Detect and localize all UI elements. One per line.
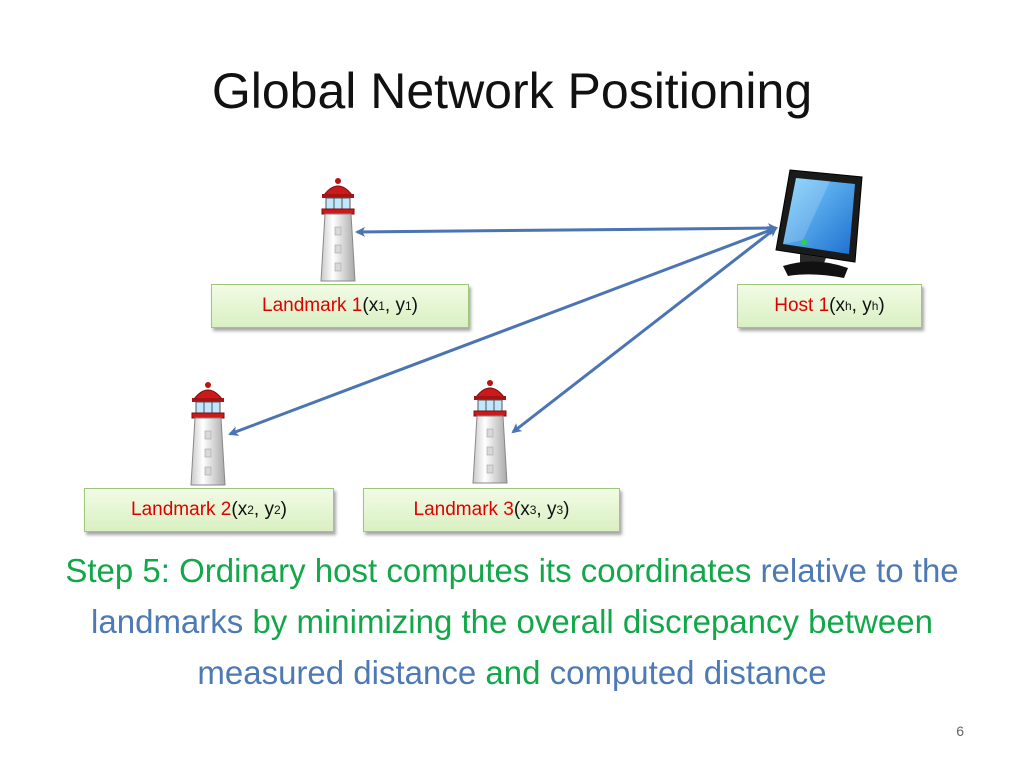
- coord-text: , y: [851, 295, 872, 316]
- step-text: and: [476, 654, 550, 691]
- node-name: Landmark 1: [262, 295, 363, 316]
- node-name: Landmark 3: [413, 499, 514, 520]
- coord-text: ): [563, 499, 570, 520]
- coord-text: (x: [362, 295, 379, 316]
- arrow-host-landmark1: [355, 223, 778, 237]
- computer-monitor-icon: [775, 169, 863, 278]
- coord-text: , y: [384, 295, 405, 316]
- coord-text: ): [411, 295, 418, 316]
- step-highlight: measured distance: [197, 654, 477, 691]
- step-highlight: relative to the landmarks: [91, 552, 959, 640]
- step-text: by minimizing the overall discrepancy be…: [243, 603, 933, 640]
- slide-title: Global Network Positioning: [211, 63, 813, 119]
- arrow-host-landmark2: [228, 226, 778, 436]
- step-description: Step 5: Ordinary host computes its coord…: [40, 545, 984, 698]
- step-highlight: computed distance: [549, 654, 827, 691]
- node-name: Landmark 2: [131, 499, 232, 520]
- coord-text: , y: [536, 499, 557, 520]
- coord-text: (x: [231, 499, 248, 520]
- lighthouse-icon: [320, 177, 356, 282]
- coord-text: ): [878, 295, 885, 316]
- lighthouse-icon: [472, 379, 508, 484]
- coord-text: ): [280, 499, 287, 520]
- arrow-host-landmark3: [511, 226, 778, 434]
- coord-text: (x: [513, 499, 530, 520]
- lighthouse-icon: [190, 381, 226, 486]
- node-name: Host 1: [774, 295, 830, 316]
- coord-text: , y: [253, 499, 274, 520]
- page-number: 6: [956, 723, 964, 739]
- step-text: Step 5: Ordinary host computes its coord…: [65, 552, 761, 589]
- coord-text: (x: [829, 295, 845, 316]
